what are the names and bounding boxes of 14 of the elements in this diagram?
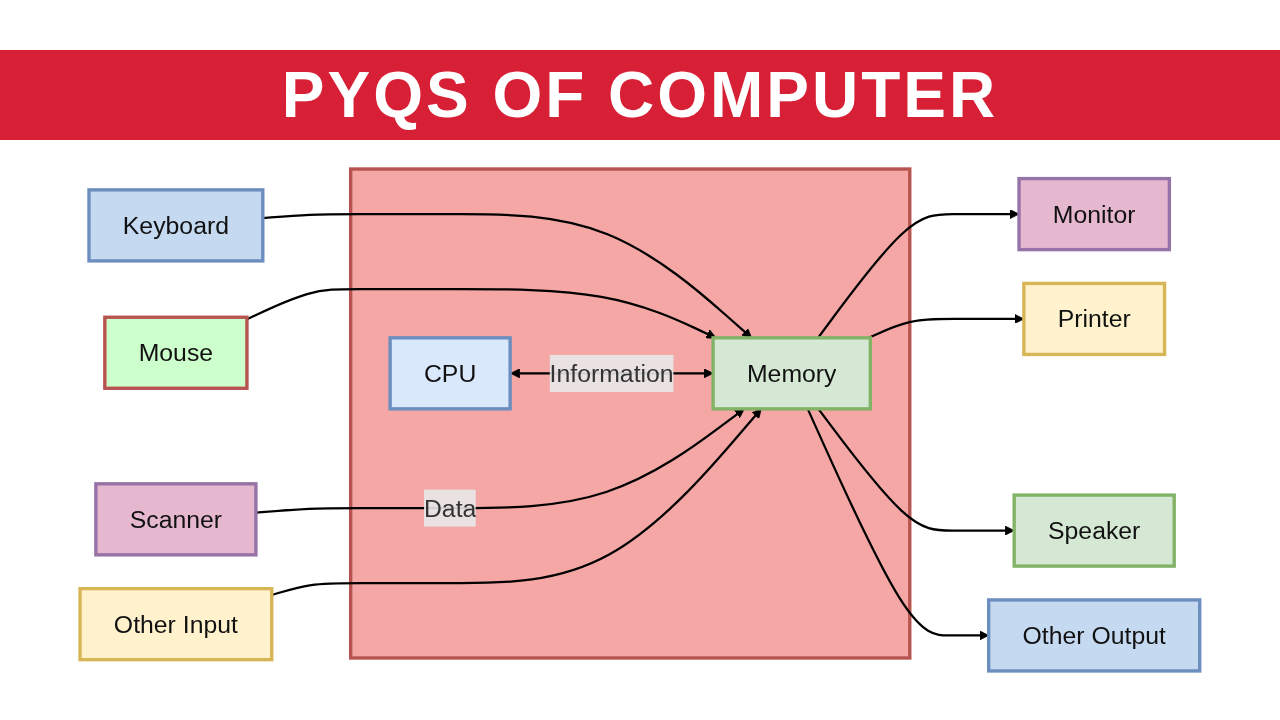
node-box: Speaker bbox=[1012, 493, 1176, 568]
node-box: Other Input bbox=[78, 586, 274, 662]
node-box: CPU bbox=[388, 336, 512, 411]
node-box: Other Output bbox=[987, 598, 1202, 673]
edge-label: Information bbox=[549, 359, 674, 388]
node-box: Keyboard bbox=[87, 188, 265, 263]
node-box: Mouse bbox=[103, 315, 249, 390]
node-box: Scanner bbox=[94, 482, 258, 557]
node-box: Memory bbox=[711, 336, 873, 411]
title-banner: PYQS OF COMPUTER bbox=[0, 50, 1280, 140]
node-box: Printer bbox=[1022, 281, 1167, 357]
cluster bbox=[349, 167, 912, 660]
node-box: Monitor bbox=[1017, 176, 1172, 252]
edge-label: Data bbox=[424, 493, 477, 523]
